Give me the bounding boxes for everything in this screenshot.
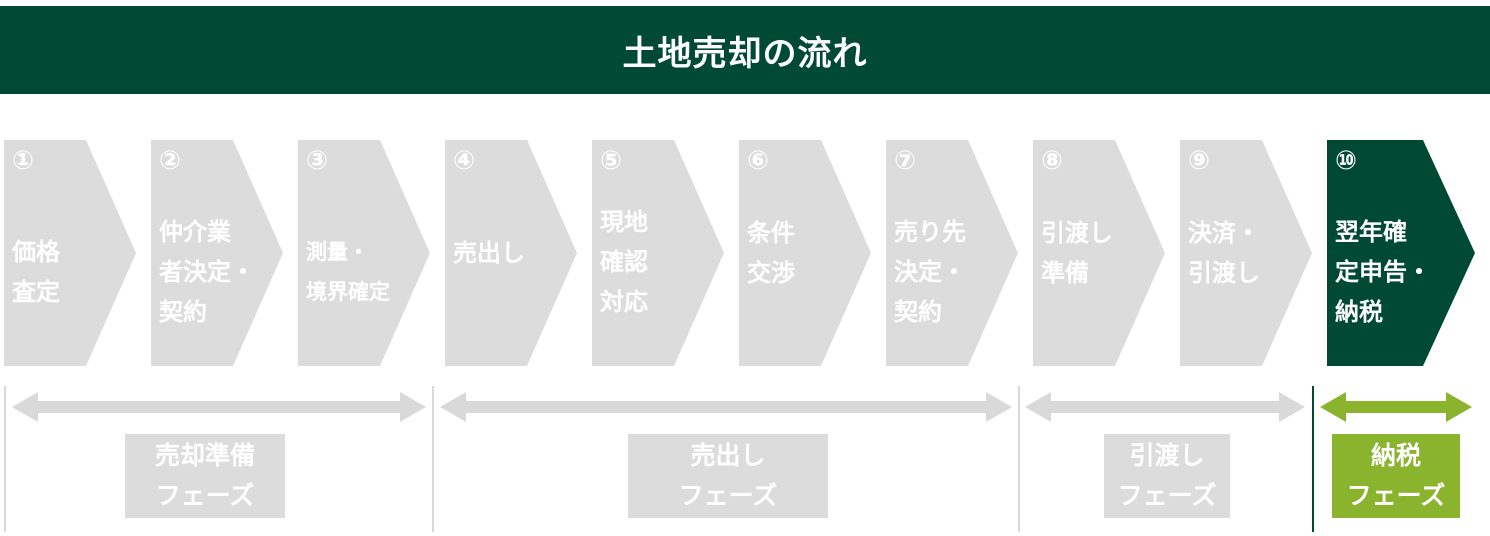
step-4-label: 売出し bbox=[453, 239, 525, 267]
step-8-chevron bbox=[1033, 140, 1165, 366]
step-6: ⑥ 条件交渉 bbox=[739, 140, 871, 366]
phase-1-label: 売却準備フェーズ bbox=[125, 434, 285, 518]
step-5: ⑤ 現地確認対応 bbox=[592, 140, 724, 366]
step-5-chevron bbox=[592, 140, 724, 366]
phase-divider-1 bbox=[432, 386, 434, 532]
step-1: ① 価格査定 bbox=[4, 140, 136, 366]
step-5-number: ⑤ bbox=[600, 146, 623, 176]
step-4: ④ 売出し bbox=[445, 140, 577, 366]
step-9: ⑨ 決済・引渡し bbox=[1180, 140, 1312, 366]
step-6-label: 条件交渉 bbox=[747, 219, 795, 287]
step-2-label: 仲介業者決定・契約 bbox=[159, 218, 255, 326]
step-8-number: ⑧ bbox=[1041, 146, 1064, 176]
step-10-number: ⑩ bbox=[1335, 146, 1358, 176]
step-9-chevron bbox=[1180, 140, 1312, 366]
step-4-chevron bbox=[445, 140, 577, 366]
phase-2-label: 売出しフェーズ bbox=[628, 434, 828, 518]
step-9-label: 決済・引渡し bbox=[1188, 219, 1260, 287]
step-3: ③ 測量・境界確定 bbox=[298, 140, 430, 366]
phase-2-double-arrow bbox=[440, 392, 1012, 422]
step-2-number: ② bbox=[159, 146, 182, 176]
step-7-label: 売り先決定・契約 bbox=[894, 218, 966, 326]
step-10-label: 翌年確定申告・納税 bbox=[1335, 218, 1431, 326]
step-3-label: 測量・境界確定 bbox=[306, 240, 390, 304]
step-5-label: 現地確認対応 bbox=[600, 208, 648, 316]
page-title: 土地売却の流れ bbox=[0, 6, 1490, 94]
phase-divider-3 bbox=[1312, 386, 1314, 532]
step-9-number: ⑨ bbox=[1188, 146, 1211, 176]
step-10-chevron bbox=[1327, 140, 1475, 366]
step-3-chevron bbox=[298, 140, 430, 366]
phase-1-double-arrow bbox=[12, 392, 426, 422]
step-8-label: 引渡し準備 bbox=[1041, 219, 1113, 287]
step-1-number: ① bbox=[12, 146, 35, 176]
step-7-chevron bbox=[886, 140, 1018, 366]
step-3-number: ③ bbox=[306, 146, 329, 176]
step-6-number: ⑥ bbox=[747, 146, 770, 176]
phase-divider-2 bbox=[1018, 386, 1020, 532]
step-7: ⑦ 売り先決定・契約 bbox=[886, 140, 1018, 366]
step-4-number: ④ bbox=[453, 146, 476, 176]
step-2-chevron bbox=[151, 140, 283, 366]
step-8: ⑧ 引渡し準備 bbox=[1033, 140, 1165, 366]
step-1-chevron bbox=[4, 140, 136, 366]
step-10: ⑩ 翌年確定申告・納税 bbox=[1327, 140, 1475, 366]
phase-4-label: 納税フェーズ bbox=[1332, 434, 1460, 518]
phase-divider-left bbox=[4, 386, 6, 532]
step-2: ② 仲介業者決定・契約 bbox=[151, 140, 283, 366]
step-1-label: 価格査定 bbox=[12, 238, 60, 306]
step-7-number: ⑦ bbox=[894, 146, 917, 176]
phase-3-label: 引渡しフェーズ bbox=[1104, 434, 1230, 518]
phase-4-double-arrow bbox=[1320, 392, 1472, 422]
step-6-chevron bbox=[739, 140, 871, 366]
phase-3-double-arrow bbox=[1025, 392, 1305, 422]
